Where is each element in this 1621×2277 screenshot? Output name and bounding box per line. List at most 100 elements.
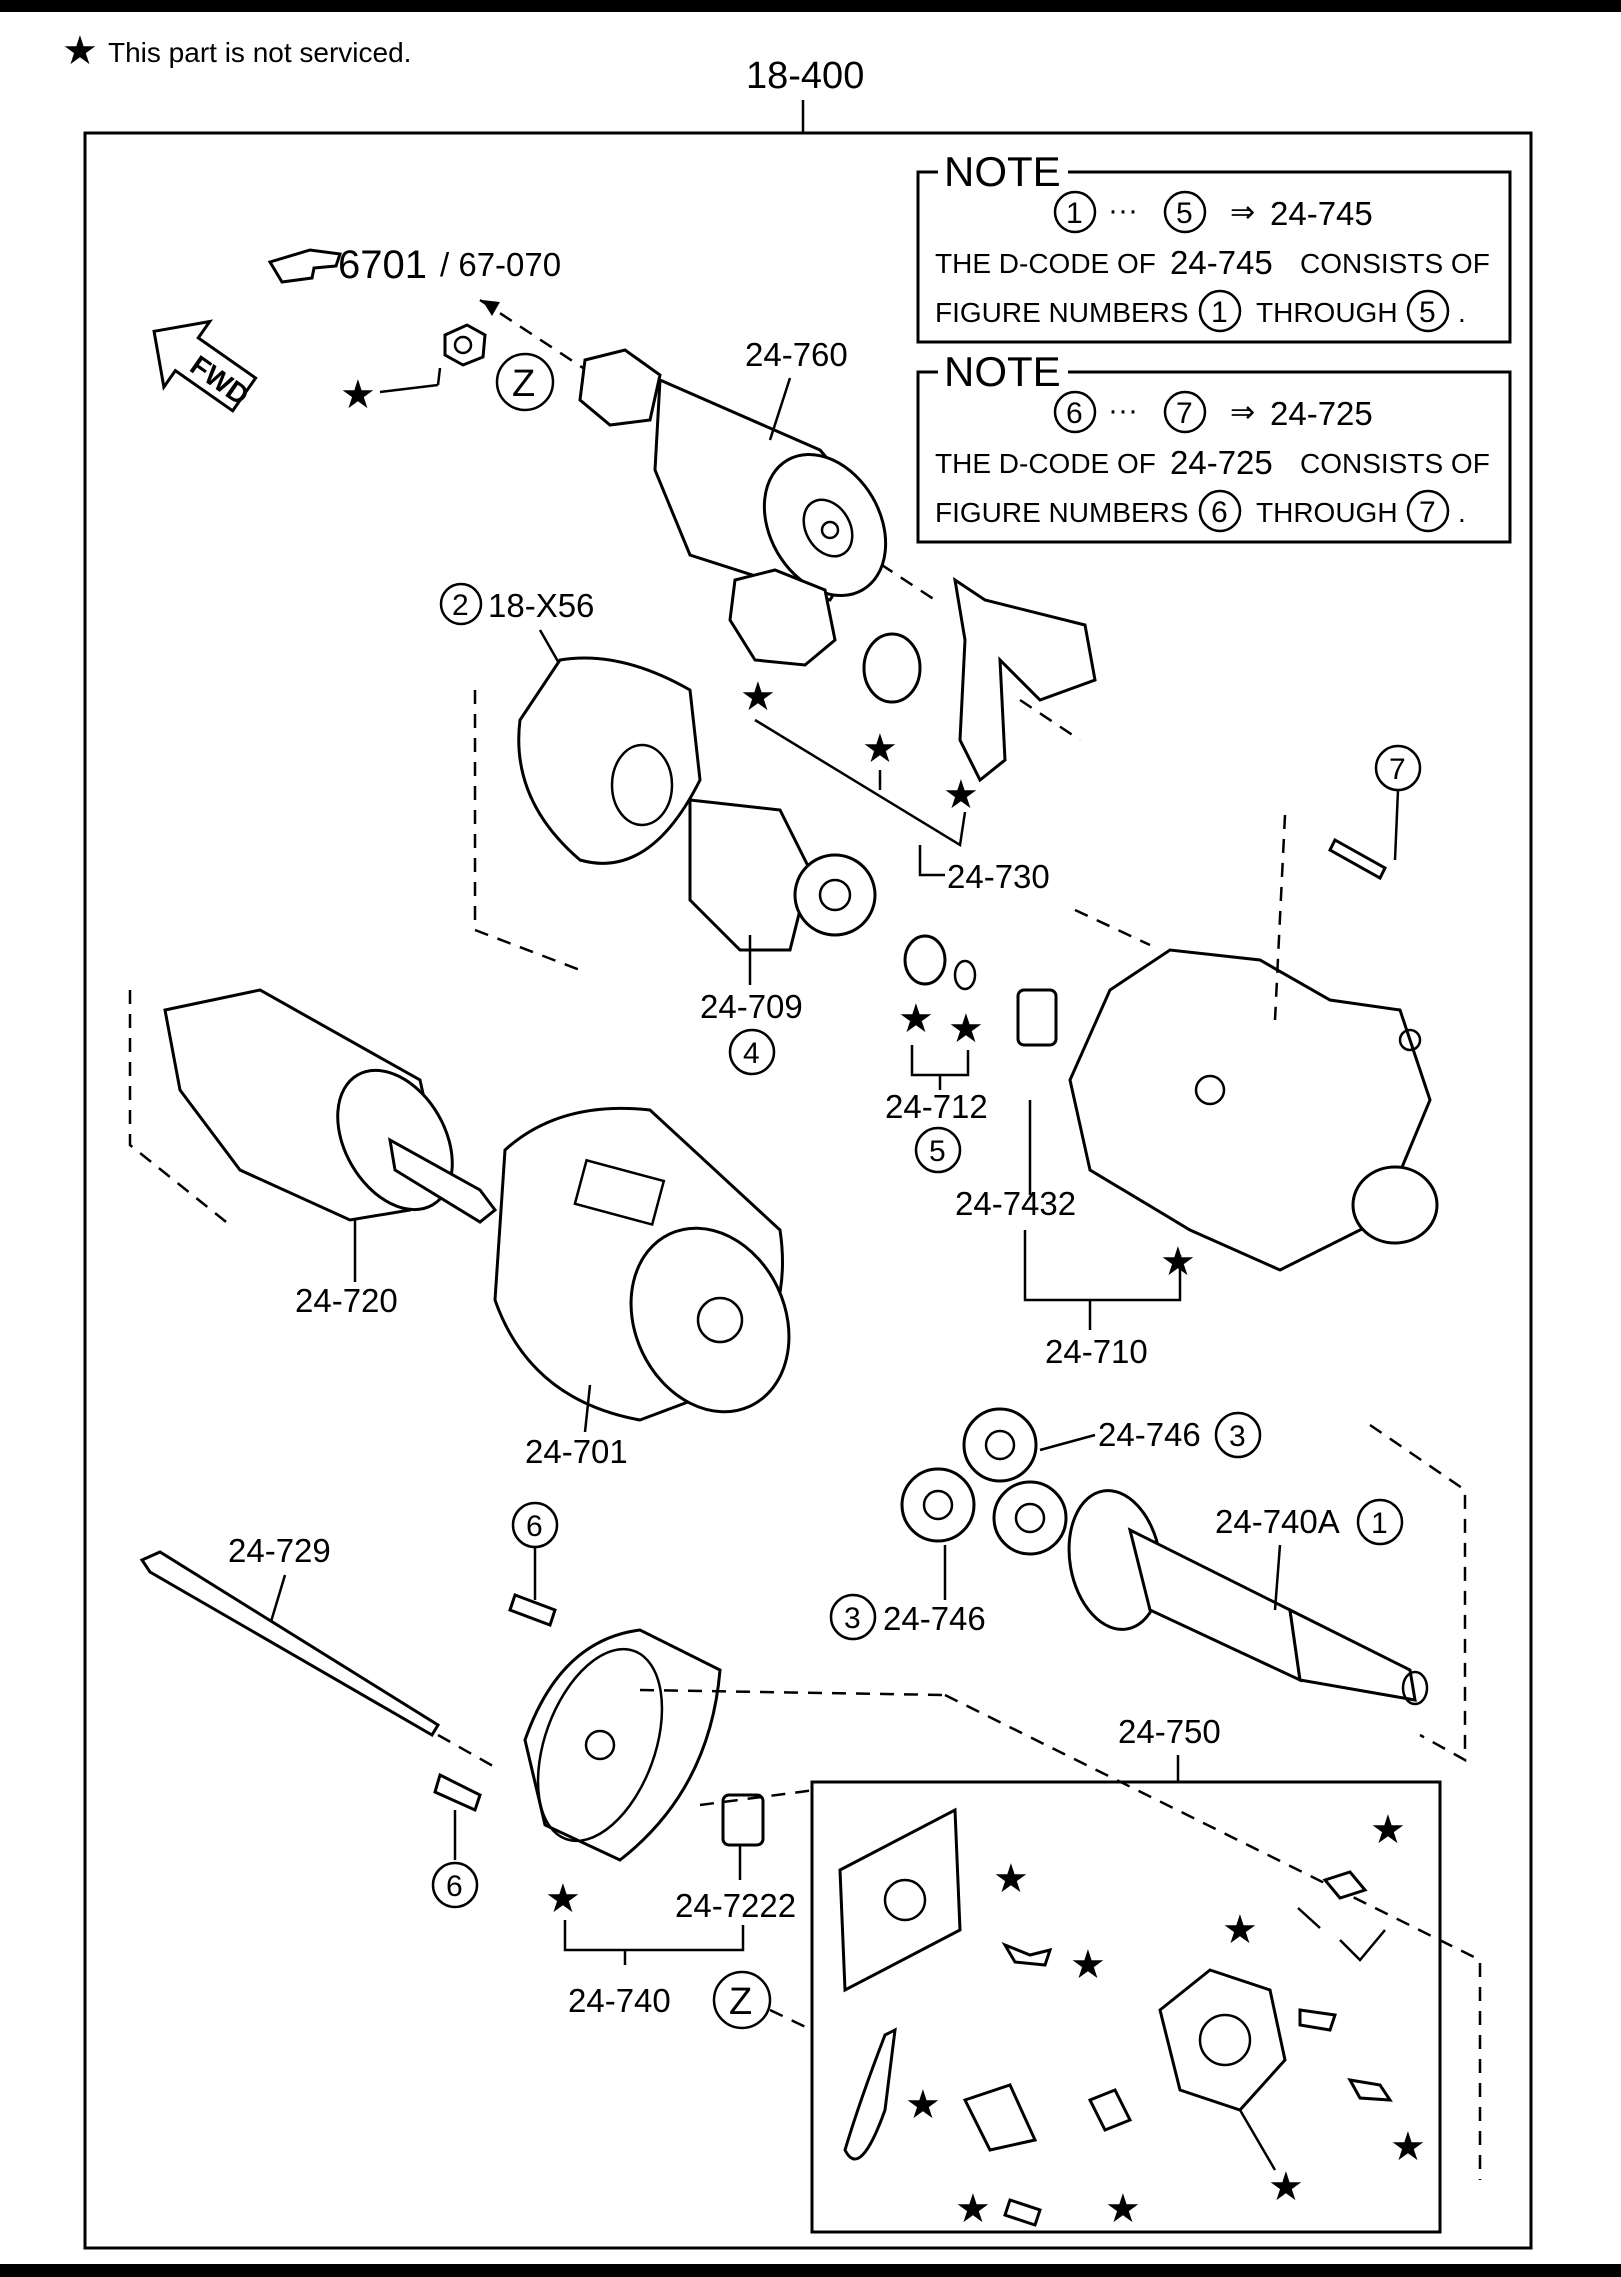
fwd-arrow-icon: FWD	[152, 319, 258, 413]
svg-text:5: 5	[1176, 197, 1193, 230]
planet-gear-3	[900, 1467, 976, 1543]
svg-text:6: 6	[526, 1510, 543, 1543]
svg-text:1: 1	[1211, 296, 1228, 329]
brush-holder-box	[810, 1780, 1442, 2234]
callout-6-lower	[431, 1861, 479, 1909]
svg-text:6: 6	[446, 1870, 463, 1903]
star-icon: ★	[340, 373, 376, 417]
callout-3-lower	[829, 1593, 877, 1641]
callout-1	[1356, 1498, 1404, 1546]
pinion-gear	[688, 798, 877, 952]
svg-text:★: ★	[1268, 2165, 1304, 2209]
svg-text:24-746: 24-746	[883, 1600, 986, 1637]
svg-text:7: 7	[1176, 397, 1193, 430]
svg-text:24-720: 24-720	[295, 1282, 398, 1319]
svg-text:24-729: 24-729	[228, 1532, 331, 1569]
svg-text:Z: Z	[512, 363, 535, 405]
svg-text:/ 67-070: / 67-070	[440, 246, 561, 283]
bushing	[1016, 988, 1058, 1047]
reference-pointer: 6701 / 67-070	[267, 243, 561, 287]
svg-text:★: ★	[1370, 1808, 1406, 1852]
svg-text:.: .	[1458, 497, 1466, 528]
svg-text:4: 4	[743, 1037, 760, 1070]
svg-text:5: 5	[929, 1135, 946, 1168]
svg-text:5: 5	[1419, 296, 1436, 329]
callout-6-upper	[511, 1501, 559, 1549]
svg-text:THROUGH: THROUGH	[1256, 297, 1398, 328]
svg-text:18-X56: 18-X56	[488, 587, 594, 624]
washer	[862, 632, 922, 704]
svg-text:24-745: 24-745	[1270, 195, 1373, 232]
brush-plate	[1158, 1968, 1287, 2112]
svg-text:6: 6	[1066, 397, 1083, 430]
bottom-bar	[0, 2264, 1621, 2277]
svg-text:3: 3	[1229, 1420, 1246, 1453]
svg-text:★: ★	[905, 2083, 941, 2127]
svg-text:24-730: 24-730	[947, 858, 1050, 895]
screw-upper	[508, 1593, 557, 1627]
svg-text:NOTE: NOTE	[944, 348, 1061, 395]
bolt	[1328, 837, 1387, 881]
rear-cover	[523, 1628, 722, 1862]
stop-collar	[903, 934, 947, 986]
callout-z-bottom	[712, 1970, 772, 2030]
svg-text:★: ★	[545, 1877, 581, 1921]
legend-text: This part is not serviced.	[108, 37, 411, 68]
svg-text:THE D-CODE OF: THE D-CODE OF	[935, 448, 1156, 479]
rear-bushing	[721, 1793, 765, 1847]
svg-text:24-725: 24-725	[1270, 395, 1373, 432]
insulator-plate	[838, 1807, 962, 1993]
yoke	[493, 1106, 791, 1422]
svg-text:24-712: 24-712	[885, 1088, 988, 1125]
through-bolt	[139, 1550, 441, 1738]
svg-text:.: .	[1458, 297, 1466, 328]
svg-text:24-740A: 24-740A	[1215, 1503, 1340, 1540]
svg-text:★: ★	[1390, 2125, 1426, 2169]
svg-text:FIGURE NUMBERS: FIGURE NUMBERS	[935, 297, 1189, 328]
diagram-frame	[83, 131, 1533, 2250]
svg-text:★: ★	[862, 727, 898, 771]
shift-lever	[952, 576, 1097, 783]
svg-text:24-740: 24-740	[568, 1982, 671, 2019]
svg-text:24-7222: 24-7222	[675, 1887, 796, 1924]
svg-text:2: 2	[452, 589, 469, 622]
svg-text:CONSISTS OF: CONSISTS OF	[1300, 248, 1490, 279]
svg-text:6: 6	[1211, 496, 1228, 529]
top-bar	[0, 0, 1621, 12]
svg-text:24-701: 24-701	[525, 1433, 628, 1470]
note-box-2: NOTE 6 ··· 7 ⇒ 24-725 THE D-CODE OF 24-7…	[916, 348, 1512, 544]
svg-text:★: ★	[1105, 2187, 1141, 2231]
svg-text:Z: Z	[729, 1981, 752, 2023]
assembly-code: 18-400	[746, 55, 864, 97]
note-box-1: NOTE 1 ··· 5 ⇒ 24-745 THE D-CODE OF 24-7…	[916, 148, 1512, 344]
svg-text:THE D-CODE OF: THE D-CODE OF	[935, 248, 1156, 279]
svg-text:★: ★	[1070, 1943, 1106, 1987]
svg-text:★: ★	[1222, 1908, 1258, 1952]
plunger	[728, 568, 837, 667]
callout-2	[439, 582, 483, 626]
snap-ring	[953, 959, 977, 991]
svg-text:★: ★	[1160, 1240, 1196, 1284]
front-housing	[1068, 948, 1439, 1272]
solenoid	[578, 348, 888, 602]
screw-lower	[433, 1772, 482, 1813]
callout-5	[914, 1126, 962, 1174]
svg-text:1: 1	[1066, 197, 1083, 230]
svg-text:NOTE: NOTE	[944, 148, 1061, 195]
lead-wire	[843, 2027, 897, 2161]
svg-text:7: 7	[1419, 496, 1436, 529]
planet-gear-2	[992, 1480, 1068, 1556]
svg-text:THROUGH: THROUGH	[1256, 497, 1398, 528]
svg-text:24-7432: 24-7432	[955, 1185, 1076, 1222]
svg-text:7: 7	[1389, 753, 1406, 786]
svg-text:24-750: 24-750	[1118, 1713, 1221, 1750]
svg-text:···: ···	[1108, 394, 1138, 427]
pointing-hand-icon	[267, 248, 342, 284]
svg-text:1: 1	[1371, 1507, 1388, 1540]
callout-4	[728, 1028, 776, 1076]
svg-text:CONSISTS OF: CONSISTS OF	[1300, 448, 1490, 479]
svg-text:6701: 6701	[338, 243, 427, 287]
callout-3-upper	[1214, 1411, 1262, 1459]
svg-text:···: ···	[1108, 194, 1138, 227]
